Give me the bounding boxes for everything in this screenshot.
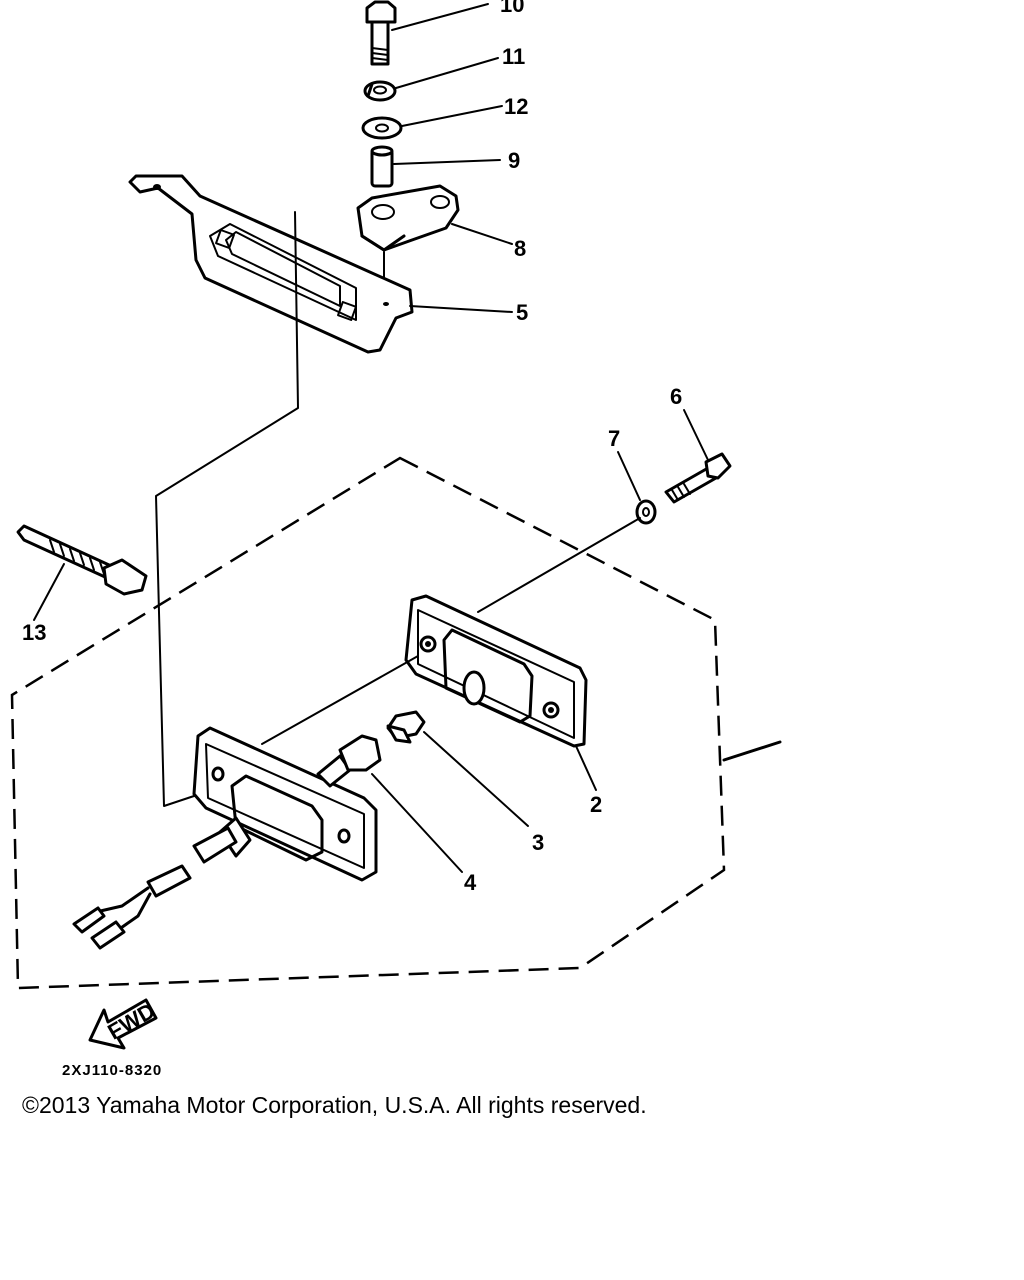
- leader-9: [393, 159, 501, 165]
- connection-line-5-4: [155, 211, 299, 807]
- callout-5: 5: [516, 300, 528, 325]
- washer-part-7: [635, 499, 657, 525]
- callout-12: 12: [504, 94, 528, 119]
- leader-5: [409, 305, 513, 313]
- bulb-part-3: [386, 710, 426, 744]
- bolt-part-10: [365, 0, 397, 66]
- callout-6: 6: [670, 384, 682, 409]
- lock-washer-part-11: [363, 80, 397, 102]
- callout-2: 2: [590, 792, 602, 817]
- leader-2: [575, 745, 597, 791]
- lens-part-2: [404, 594, 588, 748]
- bracket-part-8: [356, 184, 460, 252]
- callout-10: 10: [500, 0, 524, 17]
- leader-7: [617, 451, 641, 501]
- screw-part-6: [664, 452, 732, 504]
- collar-part-9: [370, 145, 394, 188]
- callout-11: 11: [502, 44, 525, 69]
- fwd-label: FWD: [103, 998, 159, 1045]
- callout-8: 8: [514, 236, 526, 261]
- copyright-notice: ©2013 Yamaha Motor Corporation, U.S.A. A…: [22, 1092, 647, 1118]
- leader-3: [423, 731, 529, 827]
- leader-10: [391, 3, 489, 31]
- callout-13: 13: [22, 620, 46, 645]
- leader-6: [683, 409, 709, 461]
- callout-4: 4: [464, 870, 477, 895]
- lamp-base-part-4: [72, 726, 382, 950]
- assembly-boundary: [10, 456, 726, 990]
- assembly-leader: [722, 740, 782, 762]
- leader-8: [451, 223, 513, 245]
- leader-11: [395, 57, 499, 89]
- leader-12: [401, 105, 503, 127]
- callout-7: 7: [608, 426, 620, 451]
- connection-line-2-4: [261, 655, 419, 745]
- connection-line-7-2: [477, 517, 641, 613]
- plate-bracket-part-5: [128, 174, 414, 354]
- callout-3: 3: [532, 830, 544, 855]
- cable-tie-part-13: [16, 524, 148, 596]
- fwd-arrow-icon: FWD: [88, 998, 159, 1050]
- diagram-part-code: 2XJ110-8320: [62, 1062, 163, 1079]
- callout-9: 9: [508, 148, 520, 173]
- leader-13: [33, 563, 65, 621]
- leader-4: [371, 773, 463, 873]
- washer-part-12: [361, 116, 403, 140]
